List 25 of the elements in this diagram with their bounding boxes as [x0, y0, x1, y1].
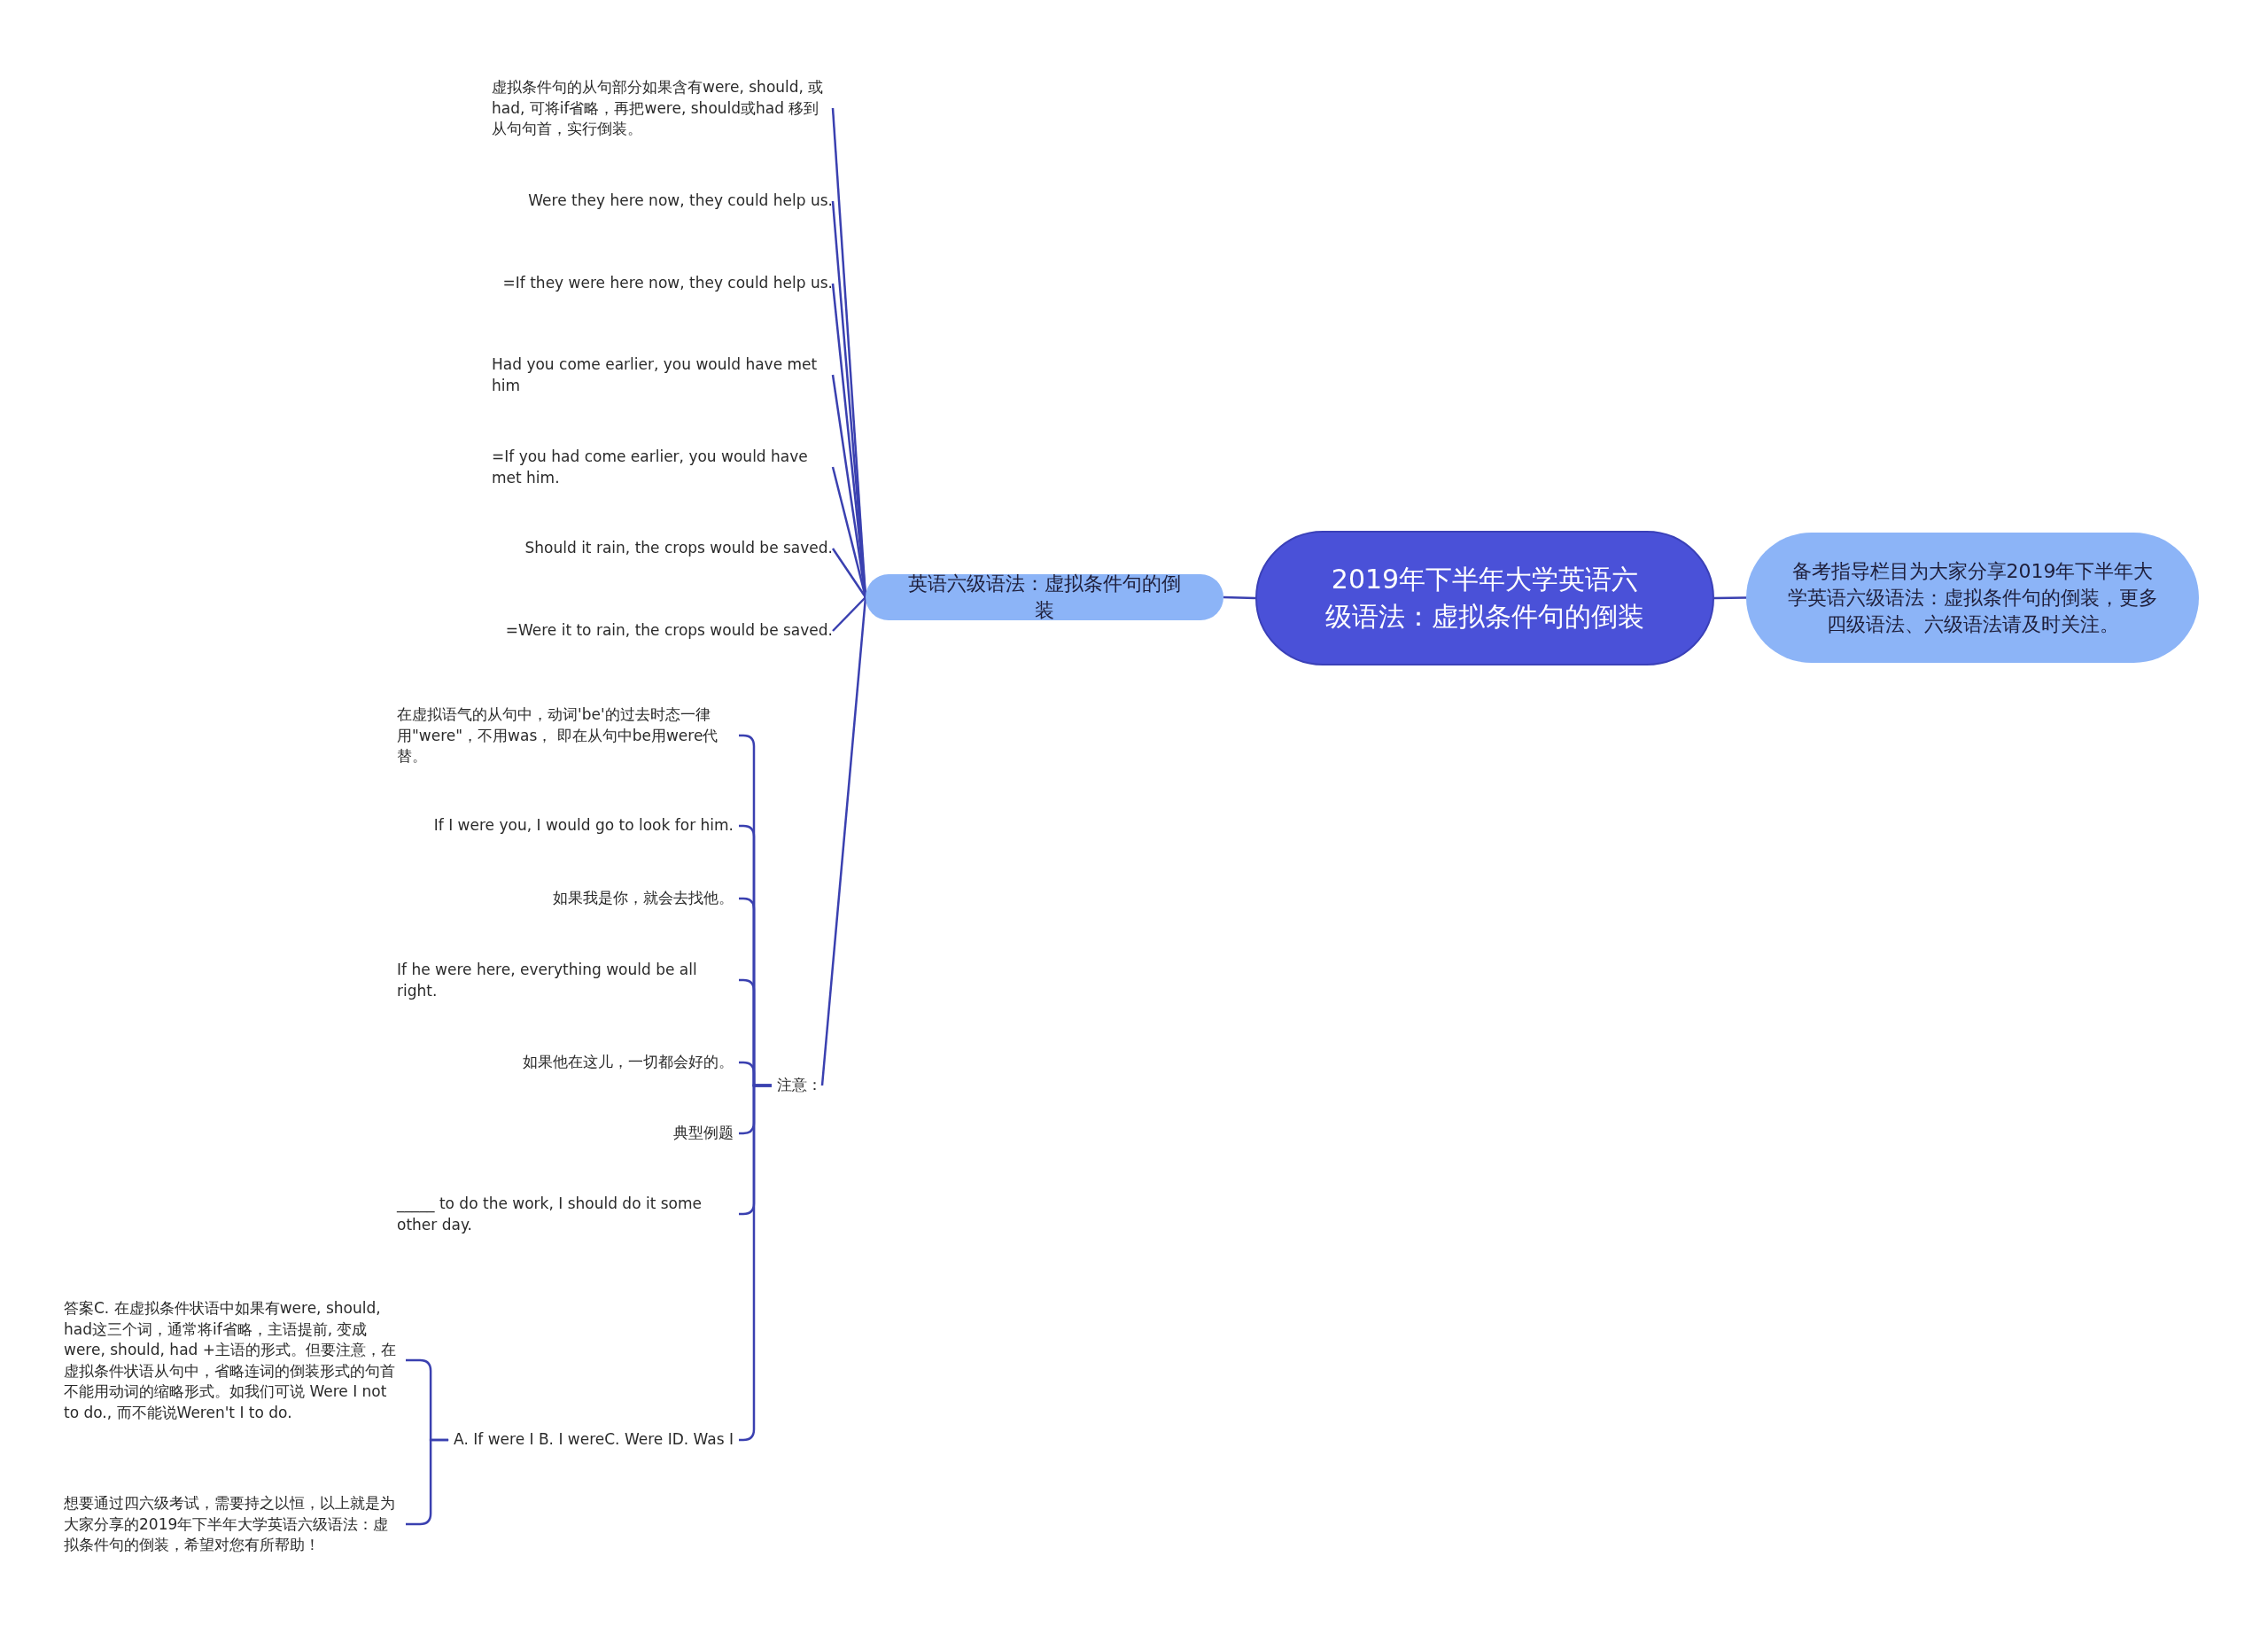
central-topic: 2019年下半年大学英语六级语法：虚拟条件句的倒装 — [1255, 531, 1714, 665]
topic-text: If I were you, I would go to look for him. — [433, 815, 734, 837]
topic-pill: 英语六级语法：虚拟条件句的倒装 — [866, 574, 1223, 620]
topic-text: 想要通过四六级考试，需要持之以恒，以上就是为大家分享的2019年下半年大学英语六级语法：虚拟条件句的倒装，希望对您有所帮助！ — [64, 1492, 400, 1556]
connector-line — [1223, 595, 1256, 600]
topic-pill: 备考指导栏目为大家分享2019年下半年大学英语六级语法：虚拟条件句的倒装，更多四级语法、六级语法请及时关注。 — [1746, 533, 2199, 663]
topic-text: =If they were here now, they could help us. — [502, 273, 833, 294]
connector-line — [831, 548, 867, 598]
topic-text: Should it rain, the crops would be saved. — [524, 538, 833, 559]
topic-text: 如果他在这儿，一切都会好的。 — [523, 1052, 734, 1073]
topic-text: Were they here now, they could help us. — [528, 191, 833, 212]
topic-text: 答案C. 在虚拟条件状语中如果有were, should, had这三个词，通常将if省略，主语提前, 变成 were, should, had +主语的形式。但要注意，在虚拟条件状语从句中，省略连词的倒装形式的句首不能用动词的缩略形式。如我们可说 Were I not to do., 而不能说Weren't I to do. — [64, 1297, 400, 1423]
topic-text: =Were it to rain, the crops would be saved. — [505, 620, 833, 642]
topic-text: 如果我是你，就会去找他。 — [553, 888, 734, 909]
connector-line — [832, 596, 866, 632]
connector-line — [1714, 596, 1746, 600]
topic-text: A. If were I B. I wereC. Were ID. Was I — [454, 1429, 734, 1451]
topic-text: 在虚拟语气的从句中，动词'be'的过去时态一律用"were"，不用was， 即在从句中be用were代替。 — [397, 704, 734, 767]
topic-text: 虚拟条件句的从句部分如果含有were, should, 或had, 可将if省略，再把were, should或had 移到从句句首，实行倒装。 — [492, 76, 833, 140]
topic-text: Had you come earlier, you would have met him — [492, 354, 833, 396]
topic-text: _____ to do the work, I should do it some other day. — [397, 1193, 734, 1235]
topic-text: =If you had come earlier, you would have met him. — [492, 446, 833, 488]
topic-text: 典型例题 — [673, 1123, 734, 1144]
topic-text: 注意： — [777, 1075, 822, 1096]
topic-text: If he were here, everything would be all right. — [397, 959, 734, 1001]
